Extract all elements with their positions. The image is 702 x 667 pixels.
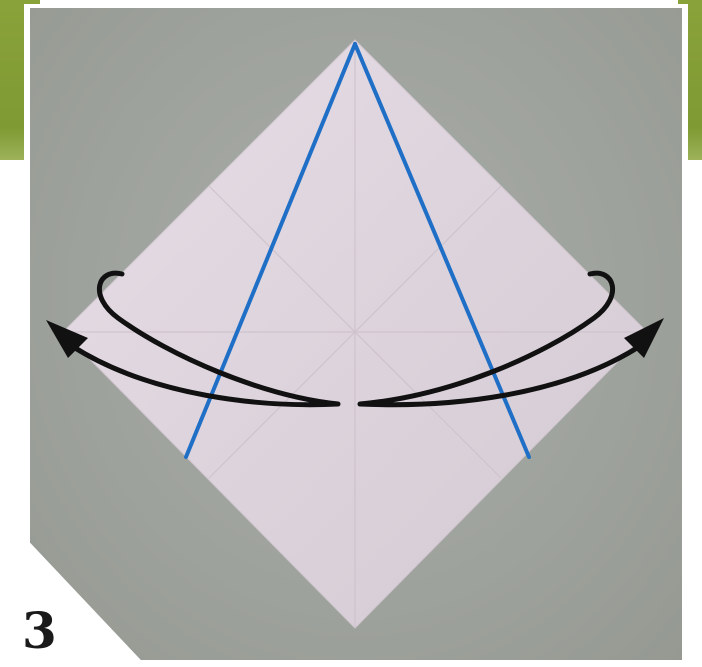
step-number: 3 [22, 606, 57, 656]
